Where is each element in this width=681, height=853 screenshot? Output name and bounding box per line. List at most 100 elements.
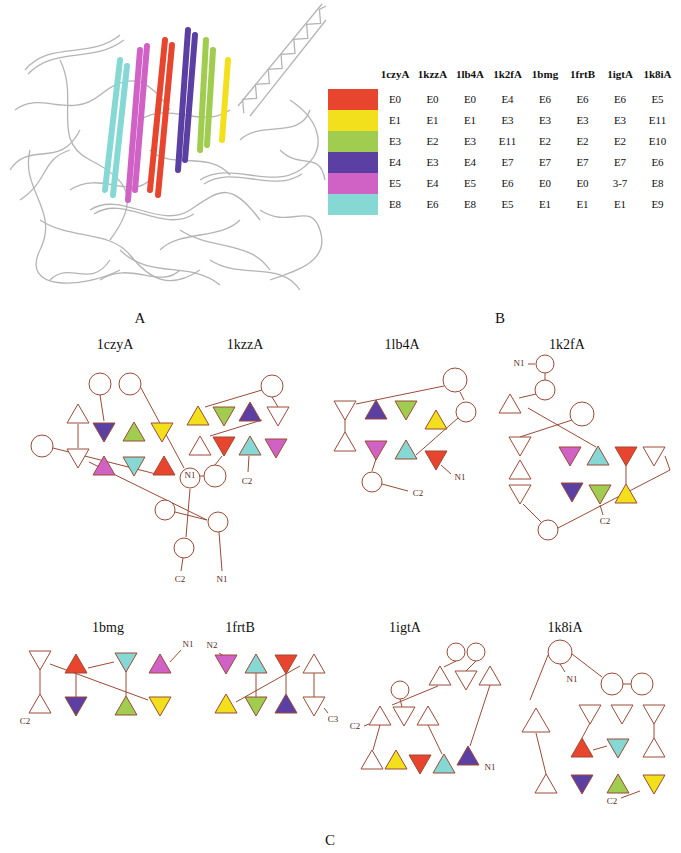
topology-1frtB bbox=[215, 653, 328, 716]
structure-id: 1k2fA bbox=[549, 337, 585, 352]
strand-triangle bbox=[643, 705, 665, 724]
table-cell: E1 bbox=[539, 198, 551, 210]
ribbon-trace bbox=[120, 250, 220, 285]
strand-triangle bbox=[65, 697, 87, 716]
helix-circle bbox=[362, 472, 382, 492]
terminus-label: N1 bbox=[567, 675, 578, 685]
terminus-label: C2 bbox=[600, 517, 611, 527]
terminus-label: N1 bbox=[455, 473, 466, 483]
ribbon-trace bbox=[204, 174, 302, 184]
topology-line bbox=[345, 419, 346, 432]
topology-line bbox=[470, 685, 490, 746]
color-swatch bbox=[328, 89, 378, 110]
table-cell: E3 bbox=[539, 114, 551, 126]
table-cell: E11 bbox=[499, 135, 516, 147]
topology-line bbox=[364, 724, 369, 726]
topology-line bbox=[428, 725, 442, 754]
panel-letter: C bbox=[325, 832, 335, 849]
table-cell: E1 bbox=[426, 114, 438, 126]
topology-1kzzA bbox=[187, 375, 289, 487]
strand-triangle bbox=[215, 655, 237, 674]
helix-circle bbox=[456, 402, 476, 422]
table-cell: E1 bbox=[389, 114, 401, 126]
topology-line bbox=[623, 684, 631, 685]
column-header: 1igtA bbox=[607, 68, 633, 80]
topology-line bbox=[175, 512, 207, 520]
ribbon-trace bbox=[94, 208, 194, 220]
topology-line bbox=[40, 670, 41, 694]
strand-triangle bbox=[213, 437, 235, 456]
table-cell: E4 bbox=[501, 93, 513, 105]
table-cell: E6 bbox=[651, 156, 663, 168]
topology-line bbox=[528, 364, 535, 365]
ribbon-trace bbox=[200, 100, 318, 180]
column-header: 1frtB bbox=[570, 68, 595, 80]
structure-id: 1frtB bbox=[225, 620, 255, 635]
strand-triangle bbox=[643, 738, 665, 757]
topology-line bbox=[272, 397, 278, 407]
table-cell: 3-7 bbox=[613, 177, 628, 189]
strand-triangle bbox=[115, 653, 137, 672]
table-cell: E6 bbox=[539, 93, 551, 105]
terminus-label: N1 bbox=[514, 359, 525, 369]
strand-triangle bbox=[149, 697, 171, 716]
strand-triangle bbox=[509, 437, 531, 456]
column-header: 1bmg bbox=[532, 68, 558, 80]
strand-triangle bbox=[425, 410, 447, 429]
strand-triangle bbox=[509, 460, 531, 479]
table-cell: E0 bbox=[539, 177, 551, 189]
strand-triangle bbox=[93, 423, 115, 442]
table-cell: E1 bbox=[576, 198, 588, 210]
strand-green bbox=[207, 50, 213, 145]
protein-structure bbox=[10, 4, 326, 290]
structure-id: 1k8iA bbox=[548, 620, 583, 635]
helix-circle bbox=[119, 373, 141, 395]
topology-1k2fA bbox=[499, 355, 670, 540]
strand-triangle bbox=[123, 457, 145, 476]
table-cell: E11 bbox=[649, 114, 666, 126]
strand-triangle bbox=[429, 666, 451, 685]
topology-1lb4A bbox=[334, 368, 476, 492]
ribbon-trace bbox=[260, 210, 322, 280]
strand-triangle bbox=[215, 694, 237, 713]
table-cell: E4 bbox=[464, 156, 476, 168]
topology-1czyA bbox=[31, 373, 228, 571]
strand-triangle bbox=[395, 440, 417, 459]
strand-triangle bbox=[607, 739, 629, 758]
topology-line bbox=[324, 708, 328, 713]
terminus-label: N1 bbox=[217, 575, 228, 585]
ribbon-trace bbox=[40, 220, 200, 281]
helix-circle bbox=[467, 643, 485, 661]
topology-line bbox=[76, 673, 77, 697]
strand-triangle bbox=[149, 654, 171, 673]
ribbon-trace bbox=[280, 150, 325, 180]
helix-circle bbox=[174, 538, 194, 558]
ribbon-trace bbox=[50, 260, 110, 280]
strand-triangle bbox=[499, 394, 521, 413]
helix-circle bbox=[443, 368, 467, 392]
table-cell: E8 bbox=[651, 177, 663, 189]
strand-triangle bbox=[385, 750, 407, 769]
topology-line bbox=[256, 673, 257, 697]
topology-line bbox=[560, 664, 565, 672]
strand-triangle bbox=[115, 696, 137, 715]
topology-line bbox=[466, 661, 476, 671]
topology-line bbox=[314, 673, 315, 697]
topology-1bmg bbox=[29, 650, 181, 716]
strand-red bbox=[158, 45, 172, 195]
strand-triangle bbox=[587, 446, 609, 465]
topology-line bbox=[519, 394, 536, 398]
topology-line bbox=[170, 650, 181, 662]
column-header: 1lb4A bbox=[456, 68, 484, 80]
strand-triangle bbox=[455, 671, 477, 690]
terminus-label: C2 bbox=[242, 477, 253, 487]
ribbon-trace bbox=[15, 81, 170, 110]
structure-id: 1czyA bbox=[97, 337, 134, 352]
structure-id: 1kzzA bbox=[227, 337, 264, 352]
topology-line bbox=[536, 733, 546, 774]
strand-triangle bbox=[417, 706, 439, 725]
table-cell: E0 bbox=[576, 177, 588, 189]
strand-cyan bbox=[113, 66, 127, 195]
table-cell: E3 bbox=[464, 135, 476, 147]
topology-line bbox=[372, 459, 376, 471]
